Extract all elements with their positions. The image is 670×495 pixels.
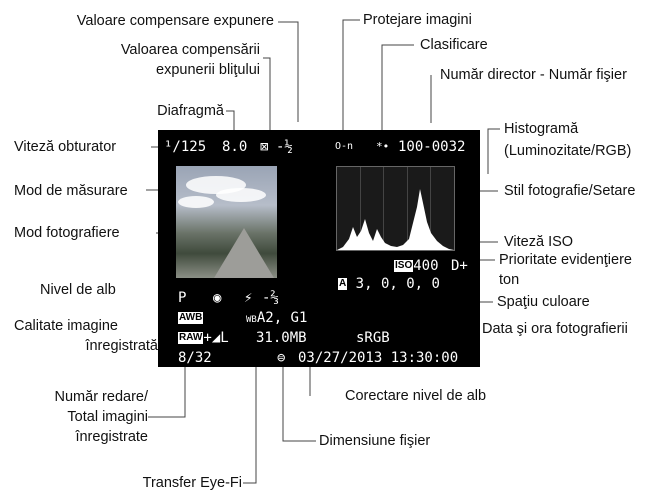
color-space-value: sRGB (356, 330, 390, 346)
label-picture-style: Stil fotografie/Setare (504, 183, 636, 199)
playback-count-value: 8/32 (178, 350, 212, 366)
picture-style-badge: A (338, 278, 348, 290)
image-thumbnail (176, 166, 277, 278)
histogram (336, 166, 455, 251)
label-wb-correction: Corectare nivel de alb (345, 388, 487, 404)
exposure-comp-icon: ⊠ (260, 139, 269, 155)
iso-number: 400 (413, 258, 439, 274)
label-flash-comp-2: expunerii bliţului (156, 62, 260, 78)
picture-style-settings: 3, 0, 0, 0 (355, 276, 440, 292)
label-histogram-1: Histogramă (504, 121, 579, 137)
quality-badge: RAW (178, 332, 204, 344)
flash-icon: ⚡ (244, 290, 253, 306)
label-eyefi: Transfer Eye-Fi (142, 475, 242, 491)
wb-badge: AWB (178, 312, 204, 324)
wb-correction-value: WBA2, G1 (246, 310, 307, 328)
picture-style-value: A 3, 0, 0, 0 (338, 276, 440, 292)
label-image-quality-2: înregistrată (85, 338, 158, 354)
label-protect: Protejare imagini (363, 12, 472, 28)
label-file-size: Dimensiune fişier (319, 433, 431, 449)
file-size-value: 31.0MB (256, 330, 307, 346)
label-datetime: Data şi ora fotografierii (482, 321, 628, 337)
wb-shift-icon: WB (246, 315, 257, 325)
label-aperture: Diafragmă (157, 103, 224, 119)
label-shutter-speed: Viteză obturator (14, 139, 117, 155)
label-shooting-mode: Mod fotografiere (14, 225, 120, 241)
aperture-value: 8.0 (222, 139, 248, 155)
camera-screen: ¹/125 8.0 ⊠ -½ O-n *• 100-0032 P ◉ ⚡ -⅔ … (158, 130, 480, 367)
exposure-comp-value: -½ (276, 139, 293, 155)
label-color-space: Spaţiu culoare (497, 294, 590, 310)
label-highlight-1: Prioritate evidenţiere (499, 252, 632, 268)
label-playback-2: Total imagini (67, 409, 148, 425)
image-quality-value: RAW+◢L (178, 330, 229, 346)
label-exposure-comp: Valoare compensare expunere (76, 13, 274, 29)
label-flash-comp-1: Valoarea compensării (120, 42, 260, 58)
label-histogram-2: (Luminozitate/RGB) (504, 143, 632, 159)
shooting-mode-value: P (178, 290, 187, 306)
label-metering-mode: Mod de măsurare (14, 183, 128, 199)
rating-icon: *• (376, 140, 390, 153)
folder-file-value: 100-0032 (398, 139, 466, 155)
label-rating: Clasificare (420, 37, 488, 53)
protect-icon: O-n (335, 141, 354, 152)
label-folder-file: Număr director - Număr fişier (440, 67, 627, 83)
label-playback-3: înregistrate (75, 429, 148, 445)
label-image-quality-1: Calitate imagine (14, 318, 118, 334)
eyefi-icon: ⊜ (277, 350, 286, 366)
iso-badge: ISO (394, 260, 414, 272)
flash-comp-value: -⅔ (262, 290, 279, 306)
metering-icon: ◉ (213, 290, 222, 306)
highlight-priority-value: D+ (451, 258, 468, 274)
wb-shift-text: A2, G1 (256, 310, 308, 326)
label-white-balance: Nivel de alb (40, 282, 116, 298)
shutter-speed-value: ¹/125 (164, 139, 207, 155)
quality-text: +◢L (203, 330, 229, 346)
datetime-value: 03/27/2013 13:30:00 (298, 350, 459, 366)
label-iso: Viteză ISO (504, 234, 574, 250)
white-balance-value: AWB (178, 310, 204, 326)
label-highlight-2: ton (499, 272, 520, 288)
label-playback-1: Număr redare/ (54, 389, 148, 405)
iso-value: ISO400 (394, 258, 439, 274)
